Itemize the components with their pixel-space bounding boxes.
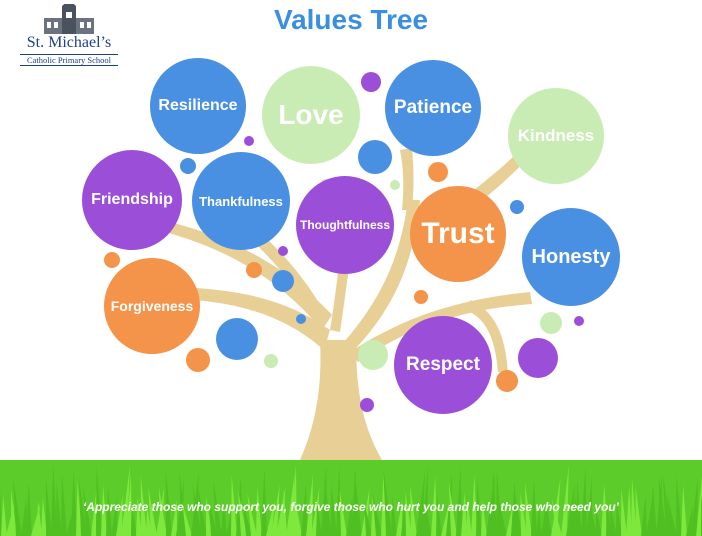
value-thankfulness: Thankfulness: [192, 152, 290, 250]
decorative-dot: [428, 162, 448, 182]
value-label: Resilience: [158, 97, 238, 114]
decorative-dot: [390, 180, 400, 190]
decorative-dot: [104, 252, 120, 268]
decorative-dot: [216, 318, 258, 360]
value-label: Patience: [393, 97, 473, 118]
value-label: Forgiveness: [110, 298, 194, 314]
value-label: Respect: [406, 354, 480, 375]
value-respect: Respect: [394, 316, 492, 414]
decorative-dot: [510, 200, 524, 214]
value-forgiveness: Forgiveness: [104, 258, 200, 354]
decorative-dot: [180, 158, 196, 174]
decorative-dot: [246, 262, 262, 278]
value-thoughtfulness: Thoughtfulness: [296, 176, 394, 274]
decorative-dot: [361, 72, 381, 92]
decorative-dot: [496, 370, 518, 392]
decorative-dot: [518, 338, 558, 378]
decorative-dot: [358, 140, 392, 174]
value-honesty: Honesty: [522, 208, 620, 306]
decorative-dot: [244, 136, 254, 146]
school-name: St. Michael’s: [26, 34, 112, 51]
decorative-dot: [414, 290, 428, 304]
decorative-dot: [272, 270, 294, 292]
school-building-icon: [44, 4, 94, 34]
value-label: Kindness: [517, 126, 595, 145]
decorative-dot: [574, 316, 584, 326]
decorative-dot: [296, 314, 306, 324]
decorative-dot: [186, 348, 210, 372]
value-label: Thankfulness: [199, 193, 283, 209]
grass-illustration: [0, 460, 702, 536]
school-logo: St. Michael’s Catholic Primary School: [14, 4, 124, 66]
motto-quote: ‘Appreciate those who support you, forgi…: [82, 500, 620, 514]
school-subtitle: Catholic Primary School: [20, 54, 118, 66]
value-label: Honesty: [531, 245, 611, 268]
value-label: Thoughtfulness: [300, 218, 390, 232]
value-label: Trust: [421, 217, 495, 250]
decorative-dot: [358, 340, 388, 370]
page-title: Values Tree: [273, 4, 429, 35]
value-label: Friendship: [91, 191, 173, 208]
decorative-dot: [264, 354, 278, 368]
value-love: Love: [262, 66, 360, 164]
decorative-dot: [278, 246, 288, 256]
value-friendship: Friendship: [82, 150, 182, 250]
value-resilience: Resilience: [150, 58, 246, 154]
value-kindness: Kindness: [508, 88, 604, 184]
decorative-dot: [540, 312, 562, 334]
value-patience: Patience: [385, 60, 481, 156]
decorative-dot: [360, 398, 374, 412]
value-trust: Trust: [410, 186, 506, 282]
value-label: Love: [278, 99, 344, 130]
